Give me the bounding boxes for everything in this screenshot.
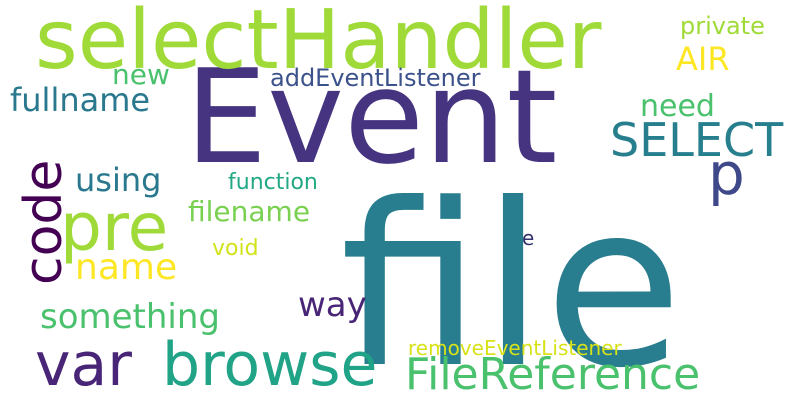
word-selecthandler: selectHandler [35,0,602,88]
word-need: need [640,89,715,124]
word-var: var [35,330,132,400]
word-filename: filename [188,195,311,228]
word-filereference: FileReference [405,349,701,400]
word-file: file [340,156,683,400]
word-select: SELECT [610,113,784,167]
word-pre: pre [60,189,169,266]
word-e: e [522,226,535,250]
word-addeventlistener: addEventListener [270,64,481,92]
word-air: AIR [676,40,730,78]
word-p: p [708,140,745,208]
word-way: way [298,285,367,325]
word-void: void [212,236,259,261]
word-fullname: fullname [10,81,151,119]
word-new: new [112,58,170,91]
word-function: function [228,170,318,195]
word-browse: browse [162,330,378,400]
word-something: something [40,297,221,337]
word-private: private [680,12,765,40]
word-removeeventlistener: removeEventListener [408,336,622,360]
word-name: name [75,247,178,288]
word-event: Event [185,41,558,193]
word-using: using [75,161,162,199]
